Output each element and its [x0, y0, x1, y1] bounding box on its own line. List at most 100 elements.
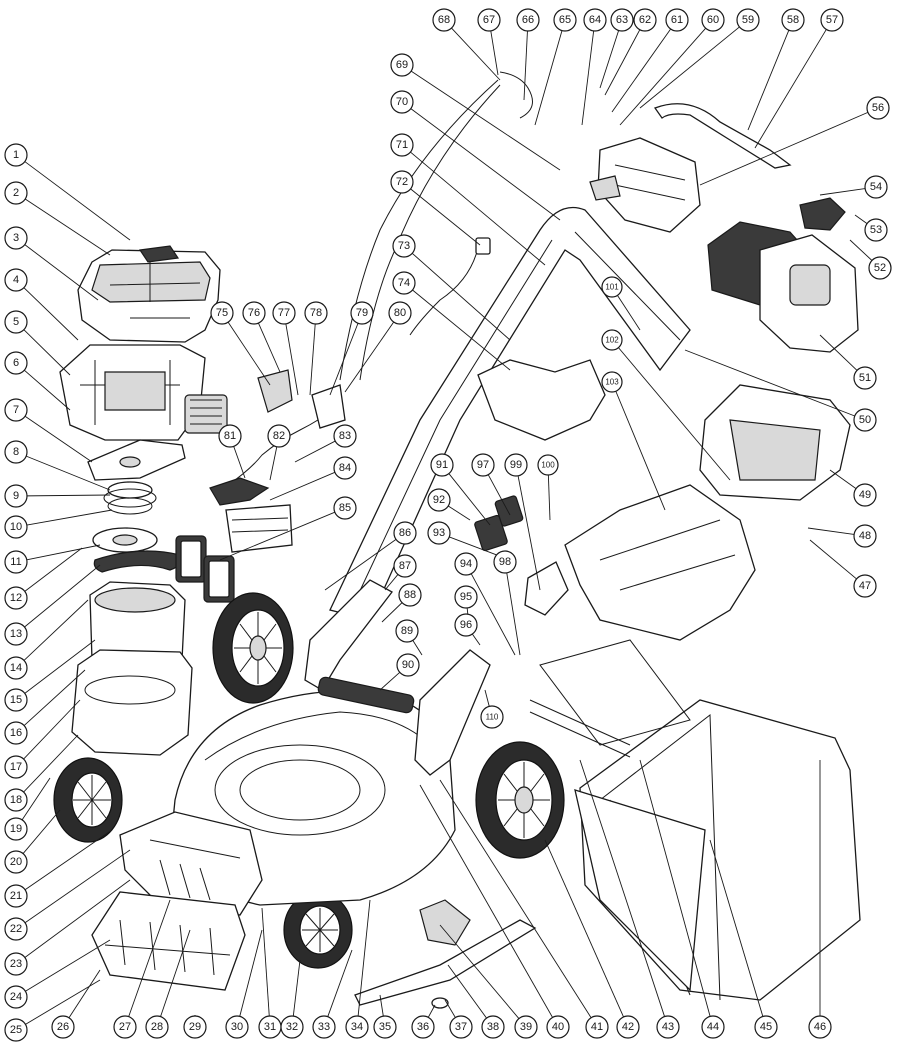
callout-bubble [781, 8, 805, 32]
callout-89: 89 [395, 619, 419, 643]
leader-line-25 [25, 979, 101, 1025]
callout-bubble [454, 552, 478, 576]
callout-number: 59 [742, 14, 754, 26]
callout-number: 110 [486, 713, 499, 722]
callout-bubble [477, 8, 501, 32]
callout-number: 94 [460, 558, 472, 570]
callout-bubble [866, 96, 890, 120]
rear-flap [699, 384, 851, 501]
callout-60: 60 [701, 8, 725, 32]
callout-bubble [4, 985, 28, 1009]
callout-bubble [4, 1018, 28, 1042]
leader-line-71 [410, 151, 546, 266]
callout-bubble [333, 456, 357, 480]
callout-23: 23 [4, 952, 28, 976]
callout-number: 49 [859, 489, 871, 501]
callout-number: 40 [552, 1021, 564, 1033]
leader-line-86 [324, 539, 397, 591]
callout-61: 61 [665, 8, 689, 32]
leader-line-85 [219, 511, 336, 561]
callout-number: 91 [436, 459, 448, 471]
callout-number: 95 [460, 591, 472, 603]
callout-bubble [4, 143, 28, 167]
leader-line-7 [24, 415, 93, 463]
callout-number: 3 [13, 232, 19, 244]
leader-line-56 [699, 111, 869, 186]
callout-bubble [583, 8, 607, 32]
leader-line-63 [599, 30, 620, 89]
callout-bubble [633, 8, 657, 32]
callout-number: 62 [639, 14, 651, 26]
callout-number: 56 [872, 102, 884, 114]
leader-line-52 [849, 239, 873, 261]
callout-bubble [493, 550, 517, 574]
callout-66: 66 [516, 8, 540, 32]
leader-line-16 [23, 669, 86, 726]
callout-number: 98 [499, 556, 511, 568]
callout-65: 65 [553, 8, 577, 32]
callout-28: 28 [145, 1015, 169, 1039]
callout-bubble [393, 521, 417, 545]
callout-bubble [4, 181, 28, 205]
callout-number: 7 [13, 404, 19, 416]
callout-number: 23 [10, 958, 22, 970]
callout-number: 17 [10, 761, 22, 773]
callout-35: 35 [373, 1015, 397, 1039]
callout-50: 50 [853, 408, 877, 432]
leader-line-83 [294, 440, 336, 463]
callout-bubble [272, 301, 296, 325]
callout-64: 64 [583, 8, 607, 32]
leader-line-15 [24, 639, 96, 694]
callout-number: 48 [859, 530, 871, 542]
leader-line-9 [26, 494, 111, 497]
callout-bubble [392, 234, 416, 258]
callout-bubble [4, 721, 28, 745]
leader-line-4 [23, 287, 79, 341]
callout-bubble [267, 424, 291, 448]
callout-number: 77 [278, 307, 290, 319]
callout-29: 29 [183, 1015, 207, 1039]
callout-32: 32 [280, 1015, 304, 1039]
callout-bubble [4, 884, 28, 908]
callout-bubble [601, 329, 623, 351]
callout-number: 70 [396, 96, 408, 108]
callout-bubble [553, 8, 577, 32]
leader-line-23 [24, 879, 131, 958]
battery-cap [799, 197, 846, 231]
callout-59: 59 [736, 8, 760, 32]
callout-number: 12 [10, 592, 22, 604]
callout-bubble [4, 688, 28, 712]
callout-number: 18 [10, 794, 22, 806]
leader-line-68 [451, 27, 501, 81]
callout-68: 68 [432, 8, 456, 32]
callout-43: 43 [656, 1015, 680, 1039]
leader-line-47 [809, 539, 857, 580]
leader-line-6 [24, 369, 71, 411]
callout-93: 93 [427, 521, 451, 545]
front-housing [91, 811, 263, 991]
callout-bubble [454, 585, 478, 609]
callout-44: 44 [701, 1015, 725, 1039]
electric-motor [184, 394, 228, 434]
leader-line-18 [23, 734, 79, 793]
callout-bubble [398, 583, 422, 607]
leader-line-99 [517, 475, 541, 591]
leader-line-48 [807, 527, 855, 535]
callout-number: 41 [591, 1021, 603, 1033]
callout-38: 38 [481, 1015, 505, 1039]
callout-27: 27 [113, 1015, 137, 1039]
leader-line-82 [269, 446, 278, 481]
callout-bubble [481, 1015, 505, 1039]
callout-bubble [754, 1015, 778, 1039]
leader-line-92 [447, 505, 471, 521]
leader-line-91 [448, 473, 491, 526]
callout-number: 38 [487, 1021, 499, 1033]
callout-number: 66 [522, 14, 534, 26]
callout-number: 90 [402, 659, 414, 671]
wheel-front-left [53, 757, 123, 843]
callout-71: 71 [390, 133, 414, 157]
callout-78: 78 [304, 301, 328, 325]
callout-26: 26 [51, 1015, 75, 1039]
callout-bubble [280, 1015, 304, 1039]
handle-bar [329, 206, 691, 621]
